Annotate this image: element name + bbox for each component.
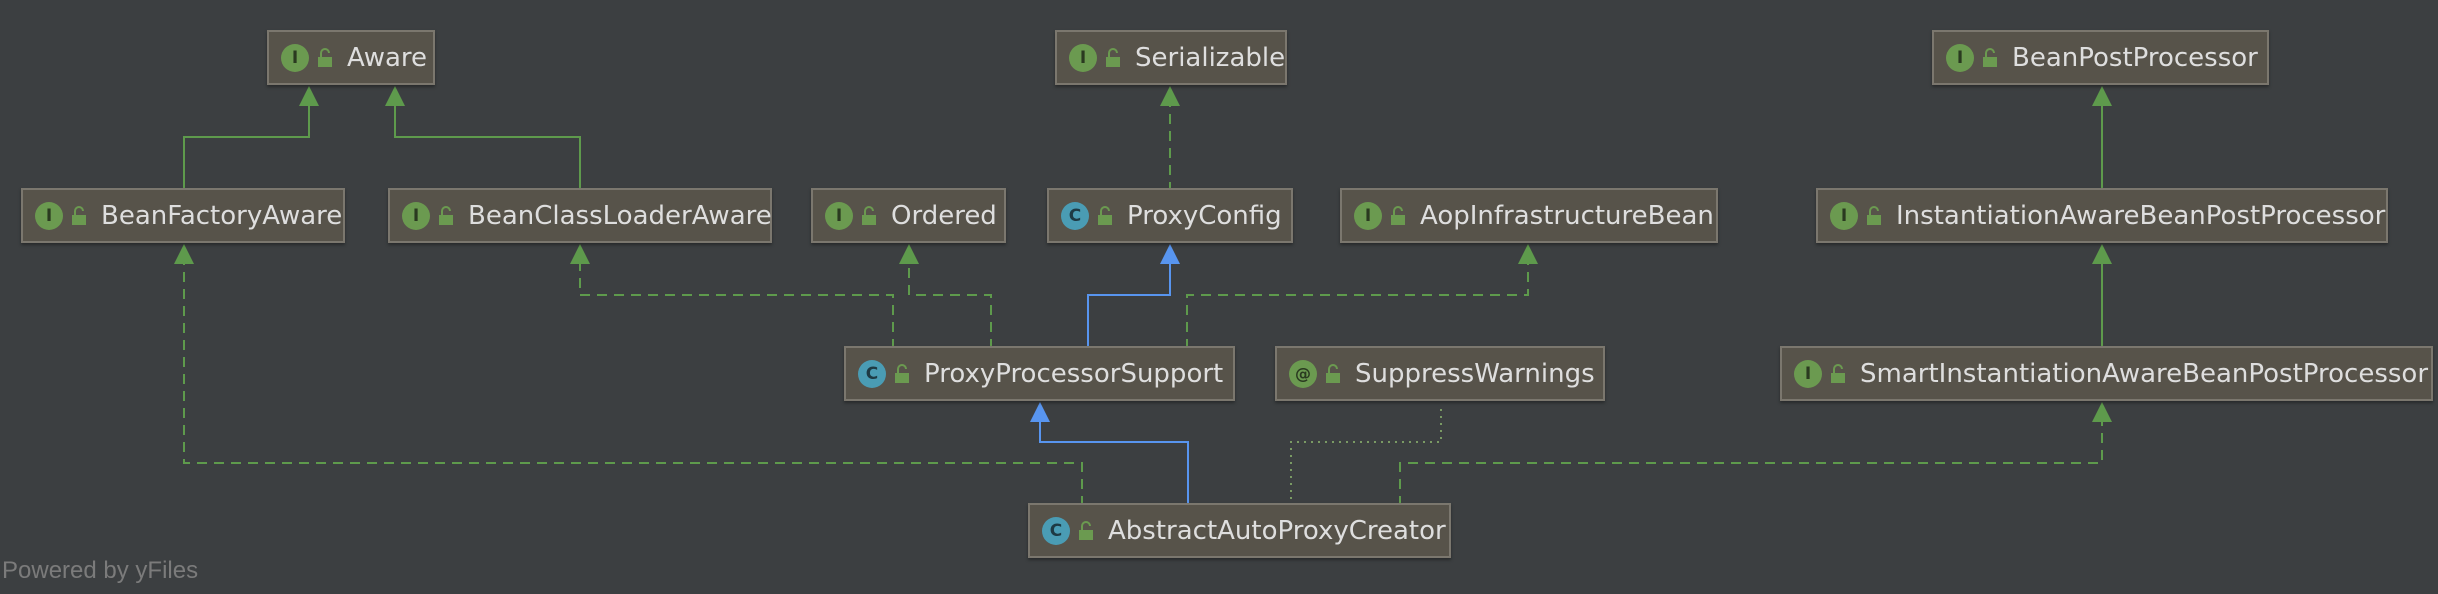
- unlock-icon: [894, 363, 910, 384]
- node-bean-post-processor[interactable]: I BeanPostProcessor: [1932, 30, 2269, 85]
- node-serializable[interactable]: I Serializable: [1055, 30, 1287, 85]
- node-bean-class-loader-aware[interactable]: I BeanClassLoaderAware: [388, 188, 772, 243]
- unlock-icon: [1097, 205, 1113, 226]
- edge-pps-to-proxy-config: [1087, 260, 1171, 349]
- unlock-icon: [1078, 520, 1094, 541]
- interface-icon: I: [1830, 201, 1858, 230]
- node-ordered[interactable]: I Ordered: [811, 188, 1006, 243]
- class-icon: C: [1061, 201, 1089, 230]
- arrowhead-proxy-processor-support: [1030, 402, 1050, 422]
- arrowhead-ordered: [899, 244, 919, 264]
- edge-aapc-to-bean-factory-aware: [183, 260, 1083, 506]
- node-abstract-auto-proxy-creator[interactable]: C AbstractAutoProxyCreator: [1028, 503, 1451, 558]
- node-label: BeanFactoryAware: [101, 200, 343, 231]
- arrowhead-aware-right: [385, 86, 405, 106]
- powered-by-footer: Powered by yFiles: [2, 557, 199, 584]
- edge-bean-factory-aware-to-aware: [183, 102, 310, 192]
- class-icon: C: [1042, 516, 1070, 545]
- unlock-icon: [1390, 205, 1406, 226]
- node-label: BeanPostProcessor: [2012, 42, 2258, 73]
- arrowhead-bean-factory-aware: [174, 244, 194, 264]
- arrowhead-serializable: [1160, 86, 1180, 106]
- unlock-icon: [1982, 47, 1998, 68]
- arrowhead-bean-post-processor: [2092, 86, 2112, 106]
- node-suppress-warnings[interactable]: @ SuppressWarnings: [1275, 346, 1605, 401]
- node-label: ProxyProcessorSupport: [924, 358, 1224, 389]
- unlock-icon: [438, 205, 454, 226]
- node-label: ProxyConfig: [1127, 200, 1282, 231]
- node-label: Ordered: [891, 200, 997, 231]
- node-label: Serializable: [1135, 42, 1286, 73]
- node-proxy-config[interactable]: C ProxyConfig: [1047, 188, 1293, 243]
- edge-aapc-to-suppress-warnings: [1290, 404, 1442, 506]
- class-icon: C: [858, 359, 886, 388]
- annotation-icon: @: [1289, 359, 1317, 388]
- unlock-icon: [1830, 363, 1846, 384]
- node-smart-instantiation-aware-bean-post-processor[interactable]: I SmartInstantiationAwareBeanPostProcess…: [1780, 346, 2433, 401]
- node-label: SmartInstantiationAwareBeanPostProcessor: [1860, 358, 2429, 389]
- arrowhead-instantiation-aware: [2092, 244, 2112, 264]
- arrowhead-aware-left: [299, 86, 319, 106]
- node-label: BeanClassLoaderAware: [468, 200, 772, 231]
- arrowhead-proxy-config: [1160, 244, 1180, 264]
- edge-aapc-to-smart-instantiation-aware: [1399, 418, 2103, 506]
- node-label: InstantiationAwareBeanPostProcessor: [1896, 200, 2386, 231]
- interface-icon: I: [1069, 43, 1097, 72]
- node-label: SuppressWarnings: [1355, 358, 1595, 389]
- edge-aapc-to-pps: [1039, 418, 1189, 506]
- unlock-icon: [1325, 363, 1341, 384]
- interface-icon: I: [402, 201, 430, 230]
- arrowhead-bean-class-loader-aware: [570, 244, 590, 264]
- edge-bean-class-loader-aware-to-aware: [394, 102, 581, 192]
- unlock-icon: [317, 47, 333, 68]
- arrowhead-aop-infrastructure-bean: [1518, 244, 1538, 264]
- edge-pps-to-bean-class-loader-aware: [579, 260, 894, 349]
- node-instantiation-aware-bean-post-processor[interactable]: I InstantiationAwareBeanPostProcessor: [1816, 188, 2388, 243]
- node-aware[interactable]: I Aware: [267, 30, 435, 85]
- unlock-icon: [1105, 47, 1121, 68]
- node-label: AopInfrastructureBean: [1420, 200, 1714, 231]
- interface-icon: I: [1354, 201, 1382, 230]
- node-label: Aware: [347, 42, 428, 73]
- unlock-icon: [861, 205, 877, 226]
- node-label: AbstractAutoProxyCreator: [1108, 515, 1446, 546]
- interface-icon: I: [35, 201, 63, 230]
- node-bean-factory-aware[interactable]: I BeanFactoryAware: [21, 188, 345, 243]
- arrowhead-smart-instantiation-aware: [2092, 402, 2112, 422]
- unlock-icon: [1866, 205, 1882, 226]
- edge-pps-to-ordered: [908, 260, 992, 349]
- interface-icon: I: [825, 201, 853, 230]
- node-aop-infrastructure-bean[interactable]: I AopInfrastructureBean: [1340, 188, 1718, 243]
- unlock-icon: [71, 205, 87, 226]
- interface-icon: I: [1794, 359, 1822, 388]
- node-proxy-processor-support[interactable]: C ProxyProcessorSupport: [844, 346, 1235, 401]
- interface-icon: I: [281, 43, 309, 72]
- interface-icon: I: [1946, 43, 1974, 72]
- edge-pps-to-aop-infrastructure-bean: [1186, 260, 1529, 349]
